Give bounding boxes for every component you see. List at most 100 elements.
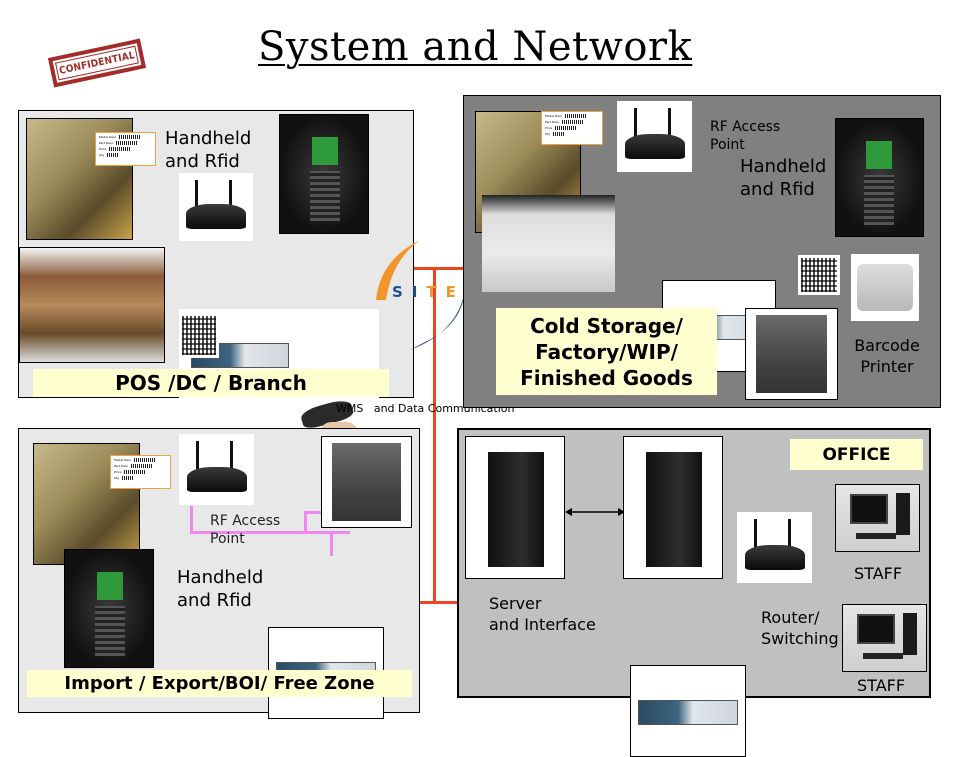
label-line: and Rfid (740, 179, 815, 201)
rack-router (637, 700, 739, 726)
rf-access-point-label: RF Access Point (210, 512, 280, 548)
label-row-text: Price (545, 126, 553, 130)
handheld-keypad (310, 171, 340, 221)
panel-pos-dc-branch: Model Desc Part Desc Price Qty Handheld … (18, 110, 414, 489)
handheld-terminal-image (835, 118, 924, 237)
barcode (109, 147, 132, 151)
wireless-router-image (737, 512, 812, 583)
label-row-text: Price (99, 147, 107, 151)
qr-code-image (798, 255, 840, 295)
label-line: Server (489, 594, 542, 613)
handheld-scanning-photo (26, 118, 133, 240)
barcode (124, 470, 147, 474)
handheld-terminal-image (279, 114, 369, 234)
router-switching-label: Router/ Switching (761, 608, 839, 650)
panel-office: OFFICE STAFF Server and Interface Router… (457, 428, 931, 757)
barcode (134, 458, 157, 462)
staff-label-1: STAFF (854, 564, 903, 583)
antenna (668, 108, 671, 141)
title-line: Factory/WIP/ (535, 339, 678, 364)
desktop-label-printer-image (851, 254, 919, 321)
title-line: Cold Storage/ (530, 313, 683, 338)
wireless-router-image (179, 434, 254, 505)
local-wire (190, 506, 193, 533)
barcode-label-card: Model Desc Part Desc Price Qty (541, 111, 603, 145)
monitor (857, 614, 895, 644)
antenna (195, 441, 199, 474)
label-line: and Rfid (177, 590, 252, 612)
barcode (131, 464, 154, 468)
staff-workstation-image (842, 604, 927, 672)
router-body (186, 204, 246, 229)
logo-letter: T (426, 283, 446, 301)
label-row-text: Model Desc (114, 458, 132, 462)
qr-pattern (182, 316, 216, 355)
server-tower (646, 452, 702, 567)
desktop-tower (896, 493, 910, 535)
server-tower-image (465, 436, 565, 579)
wireless-router-image (179, 173, 253, 241)
staff-workstation-image (835, 484, 920, 552)
local-wire (304, 511, 324, 514)
panel-cold-storage: Model Desc Part Desc Price Qty RF Access… (463, 95, 941, 408)
panel-title-pos: POS /DC / Branch (33, 369, 389, 397)
barcode (119, 135, 142, 139)
handheld-keypad (95, 606, 125, 656)
handheld-terminal-image (64, 549, 154, 668)
label-line: Handheld (165, 128, 252, 149)
label-row-text: Part Desc (114, 464, 129, 468)
label-line: and Rfid (165, 151, 240, 173)
label-line: RF Access (710, 119, 781, 135)
barcode (553, 132, 566, 136)
label-row-text: Model Desc (545, 114, 563, 118)
qr-code-image (179, 313, 219, 358)
label-line: RF Access (210, 513, 281, 529)
backbone-wire-top (414, 267, 464, 270)
label-row-text: Part Desc (545, 120, 560, 124)
barcode (562, 120, 585, 124)
antenna (229, 179, 233, 211)
router-body (624, 133, 685, 160)
antenna (633, 108, 637, 141)
barcode-printer (756, 315, 827, 393)
label-row-text: Price (114, 470, 122, 474)
label-row-text: Part Desc (99, 141, 114, 145)
label-row-text: Model Desc (99, 135, 117, 139)
monitor (850, 494, 888, 524)
label-line: Handheld (177, 567, 264, 588)
label-row-text: Qty (545, 132, 551, 136)
barcode (116, 141, 139, 145)
qr-pattern (801, 258, 837, 292)
keyboard (856, 533, 896, 539)
antenna (788, 519, 791, 552)
barcode (122, 476, 135, 480)
confidential-stamp: CONFIDENTIAL (47, 38, 147, 88)
logo-letter: E (445, 283, 465, 301)
panel-title-import-export: Import / Export/BOI/ Free Zone (27, 670, 412, 697)
label-line: Barcode (854, 336, 920, 355)
panel-title-office: OFFICE (790, 439, 923, 470)
backbone-wire-bottom (420, 601, 460, 604)
cold-storage-photo (482, 195, 615, 292)
local-wire (190, 531, 350, 534)
server-tower (488, 452, 544, 567)
handheld-screen (97, 572, 123, 600)
barcode-label-card: Model Desc Part Desc Price Qty (95, 132, 156, 166)
barcode (565, 114, 588, 118)
panel-title-cold-storage: Cold Storage/ Factory/WIP/ Finished Good… (496, 308, 717, 395)
server-tower-image (623, 436, 723, 579)
handheld-keypad (864, 175, 894, 225)
label-row-text: Qty (114, 476, 120, 480)
staff-label-2: STAFF (857, 676, 906, 695)
keyboard (863, 653, 903, 659)
handheld-screen (866, 141, 892, 169)
warehouse-shelves-photo (19, 247, 165, 363)
label-line: and Interface (489, 614, 596, 634)
local-wire (330, 531, 333, 556)
handheld-rfid-label: Handheld and Rfid (177, 566, 263, 613)
rf-access-point-label: RF Access Point (710, 118, 780, 154)
server-link-arrow (565, 508, 625, 516)
network-router-image (630, 665, 746, 757)
label-line: Point (710, 137, 745, 154)
antenna (195, 179, 199, 211)
